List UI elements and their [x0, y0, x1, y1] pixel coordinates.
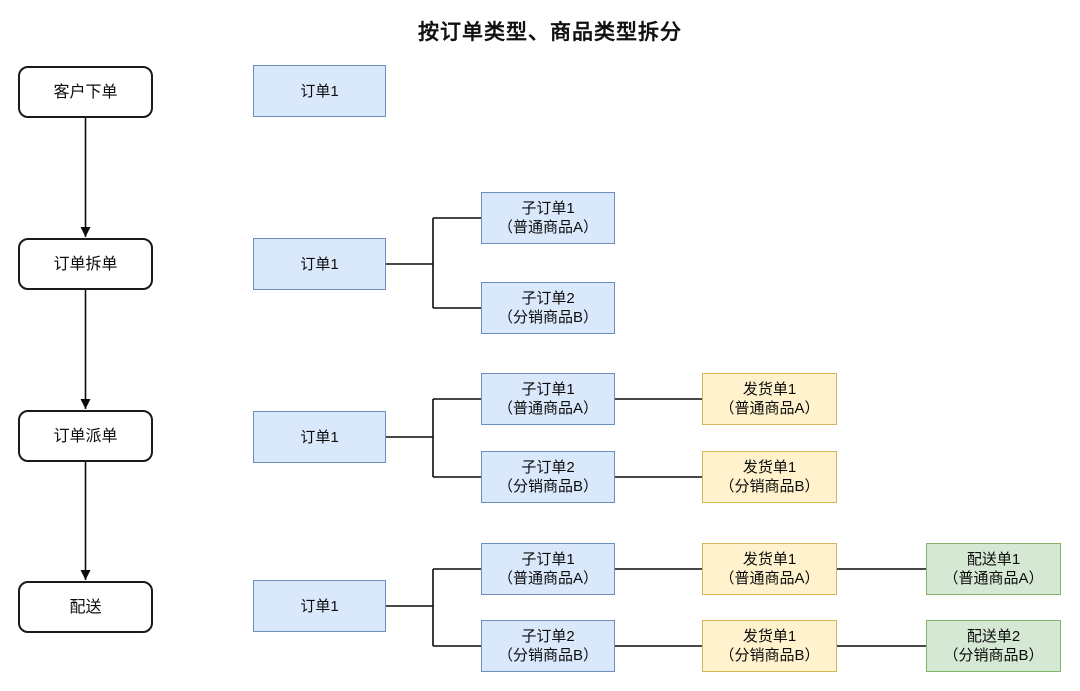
stage1-order-box: 订单1	[253, 65, 386, 117]
box-subtitle: （分销商品B）	[719, 478, 820, 495]
diagram-title: 按订单类型、商品类型拆分	[418, 21, 682, 44]
stage3-order-box: 订单1	[253, 411, 386, 463]
stage4-sub-order-1-box: 子订单1 （普通商品A）	[481, 543, 615, 595]
box-subtitle: （普通商品A）	[943, 570, 1044, 587]
stage4-sub-order-2-box: 子订单2 （分销商品B）	[481, 620, 615, 672]
box-title: 发货单1	[742, 381, 797, 398]
box-subtitle: （普通商品A）	[719, 400, 820, 417]
stage4-delivery-1-box: 配送单1 （普通商品A）	[926, 543, 1061, 595]
box-subtitle: （普通商品A）	[497, 219, 598, 236]
stage4-order-box: 订单1	[253, 580, 386, 632]
stage2-sub-order-1-box: 子订单1 （普通商品A）	[481, 192, 615, 244]
flow-step-label: 订单派单	[53, 427, 118, 445]
stage4-shipment-1-box: 发货单1 （普通商品A）	[702, 543, 837, 595]
box-title: 子订单1	[521, 381, 575, 398]
box-title: 子订单1	[521, 551, 575, 568]
box-title: 发货单1	[742, 459, 797, 476]
box-title: 配送单2	[966, 628, 1021, 645]
box-subtitle: （分销商品B）	[497, 309, 598, 326]
stage4-shipment-2-box: 发货单1 （分销商品B）	[702, 620, 837, 672]
box-subtitle: （普通商品A）	[497, 400, 598, 417]
stage2-sub-order-2-box: 子订单2 （分销商品B）	[481, 282, 615, 334]
flow-step-order-dispatch: 订单派单	[18, 410, 153, 462]
stage3-sub-order-2-box: 子订单2 （分销商品B）	[481, 451, 615, 503]
box-title: 子订单2	[521, 628, 575, 645]
box-title: 发货单1	[742, 551, 797, 568]
stage2-order-box: 订单1	[253, 238, 386, 290]
stage3-shipment-2-box: 发货单1 （分销商品B）	[702, 451, 837, 503]
flow-step-delivery: 配送	[18, 581, 153, 633]
flow-step-label: 订单拆单	[53, 255, 118, 273]
box-title: 子订单1	[521, 200, 575, 217]
flow-step-label: 配送	[69, 598, 102, 616]
stage3-shipment-1-box: 发货单1 （普通商品A）	[702, 373, 837, 425]
box-subtitle: （普通商品A）	[497, 570, 598, 587]
box-title: 订单1	[300, 255, 339, 273]
box-title: 订单1	[300, 428, 339, 446]
box-title: 订单1	[300, 597, 339, 615]
box-subtitle: （分销商品B）	[497, 647, 598, 664]
stage3-sub-order-1-box: 子订单1 （普通商品A）	[481, 373, 615, 425]
flow-step-label: 客户下单	[53, 83, 118, 101]
stage4-delivery-2-box: 配送单2 （分销商品B）	[926, 620, 1061, 672]
flow-step-order-split: 订单拆单	[18, 238, 153, 290]
box-title: 配送单1	[966, 551, 1021, 568]
box-title: 子订单2	[521, 290, 575, 307]
box-title: 子订单2	[521, 459, 575, 476]
box-subtitle: （分销商品B）	[497, 478, 598, 495]
flow-step-customer-order: 客户下单	[18, 66, 153, 118]
box-subtitle: （普通商品A）	[719, 570, 820, 587]
box-title: 发货单1	[742, 628, 797, 645]
box-subtitle: （分销商品B）	[719, 647, 820, 664]
box-title: 订单1	[300, 82, 339, 100]
box-subtitle: （分销商品B）	[943, 647, 1044, 664]
